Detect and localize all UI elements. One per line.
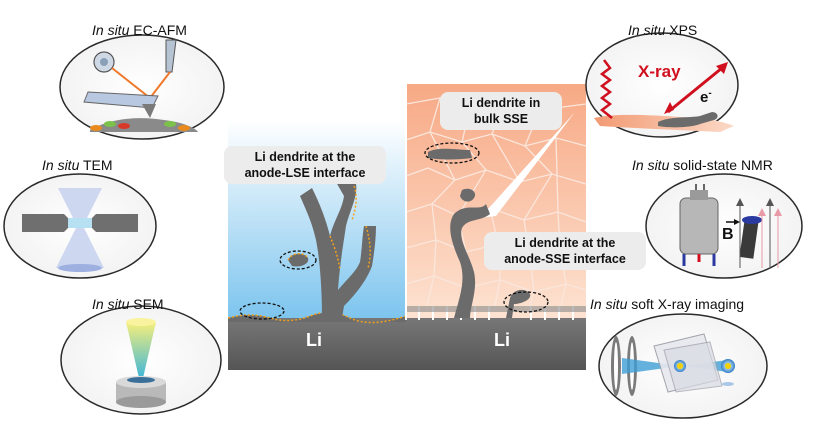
electron-label: e- [700,88,712,106]
lithium-anode [227,306,586,370]
lse-dendrite [287,176,376,318]
ec-afm-name: EC-AFM [133,22,187,38]
sem-label: In situ SEM [92,296,164,312]
soft-xray-label: In situ soft X-ray imaging [590,296,744,312]
bulk-callout: Li dendrite in bulk SSE [440,92,562,130]
electron-symbol: e [700,89,709,106]
sse-callout: Li dendrite at the anode-SSE interface [484,232,646,270]
sse-interface-circle [503,291,549,313]
soft-xray-italic: In situ [590,296,628,312]
soft-xray-name: soft X-ray imaging [631,296,745,312]
tem-italic: In situ [42,157,80,173]
xps-label: In situ XPS [628,22,697,38]
soft-xray-oval [598,313,768,419]
lse-callout: Li dendrite at the anode-LSE interface [224,146,386,184]
anode-label-left: Li [306,330,322,350]
ec-afm-italic: In situ [92,22,130,38]
nmr-italic: In situ [632,157,670,173]
nmr-name: solid-state NMR [673,157,773,173]
nmr-label: In situ solid-state NMR [632,157,773,173]
electron-charge: - [708,88,712,99]
lse-callout-line1: Li dendrite at the [254,150,356,164]
lse-callout-line2: anode-LSE interface [244,166,366,180]
xps-oval [585,32,739,138]
anode-label-right: Li [494,330,510,350]
sem-oval [60,305,222,415]
ec-afm-label: In situ EC-AFM [92,22,187,38]
sse-dendrite [428,148,531,318]
tem-name: TEM [83,157,113,173]
xps-italic: In situ [628,22,666,38]
nmr-oval [645,173,803,279]
sse-callout-line2: anode-SSE interface [504,252,626,266]
lse-blob-circle [279,250,317,270]
sse-callout-line1: Li dendrite at the [514,236,616,250]
ec-afm-oval [59,34,225,140]
xray-label: X-ray [638,62,681,81]
bulk-callout-line2: bulk SSE [473,112,529,126]
bulk-callout-line1: Li dendrite in [461,96,541,110]
xps-name: XPS [669,22,698,38]
tem-oval [3,173,157,279]
crack-line [480,112,575,218]
magnetic-field-label: B [722,226,734,243]
bulk-circle [424,142,480,164]
lse-surface-circle [239,302,285,320]
tem-label: In situ TEM [42,157,113,173]
sem-italic: In situ [92,296,130,312]
sem-name: SEM [133,296,164,312]
